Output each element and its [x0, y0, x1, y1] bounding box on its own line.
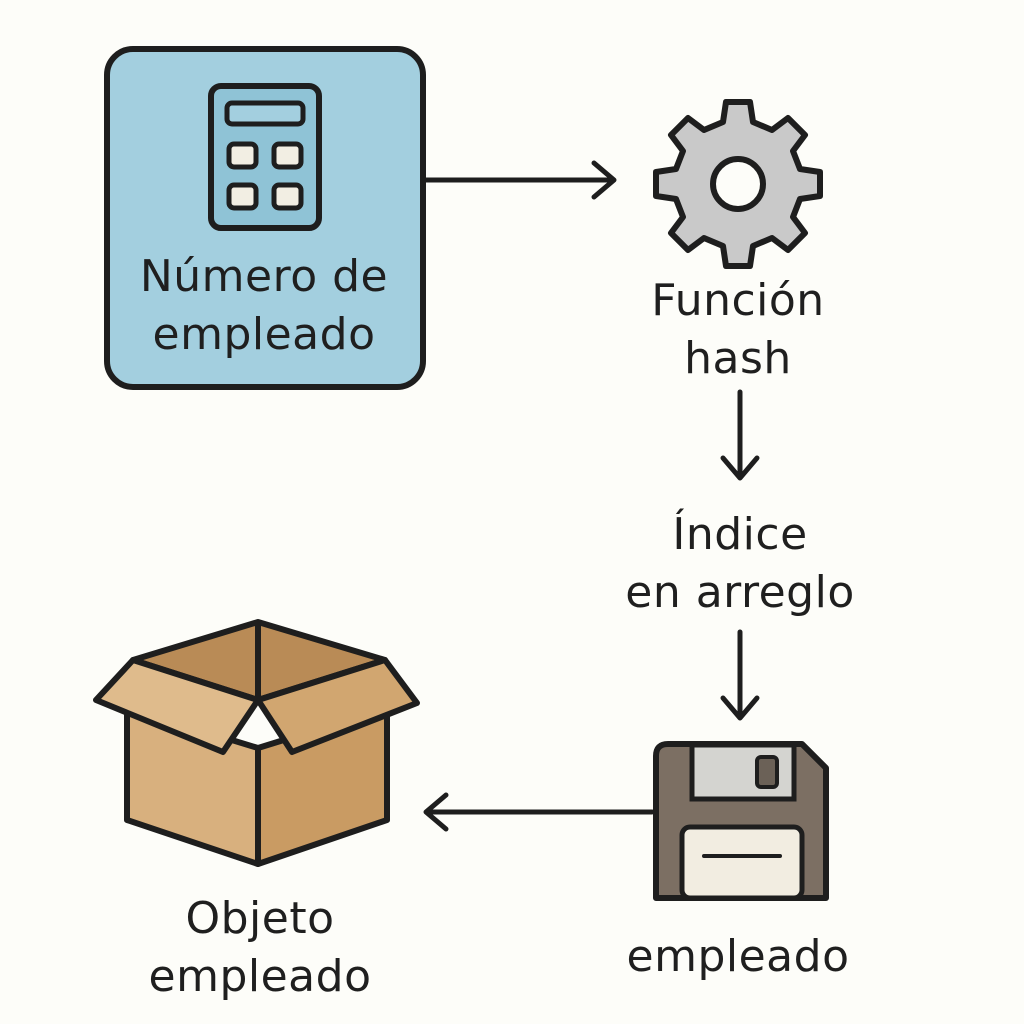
employee-number-label: Número de empleado	[108, 248, 420, 364]
arrow-number-to-hash	[423, 160, 617, 200]
employee-object-label: Objeto empleado	[90, 890, 430, 1006]
calculator-icon	[208, 83, 322, 231]
gear-icon	[653, 99, 823, 269]
array-index-label: Índice en arreglo	[580, 506, 900, 622]
floppy-disk-icon	[653, 741, 829, 901]
employee-record-label: empleado	[600, 928, 876, 986]
employee-number-node	[104, 46, 426, 390]
arrow-record-to-object	[423, 792, 655, 832]
employee-object-label-line1: Objeto	[185, 893, 335, 944]
arrow-hash-to-index	[720, 389, 760, 481]
employee-record-label-line1: empleado	[626, 931, 850, 982]
open-box-icon	[93, 619, 420, 867]
employee-object-label-line2: empleado	[148, 951, 372, 1002]
hash-function-label: Función hash	[600, 272, 876, 388]
array-index-label-line2: en arreglo	[625, 567, 855, 618]
hash-function-label-line1: Función	[651, 275, 825, 326]
employee-number-label-line2: empleado	[152, 309, 376, 360]
hash-function-label-line2: hash	[684, 333, 792, 384]
array-index-label-line1: Índice	[672, 509, 808, 560]
arrow-index-to-record	[720, 629, 760, 721]
employee-number-label-line1: Número de	[139, 251, 389, 302]
